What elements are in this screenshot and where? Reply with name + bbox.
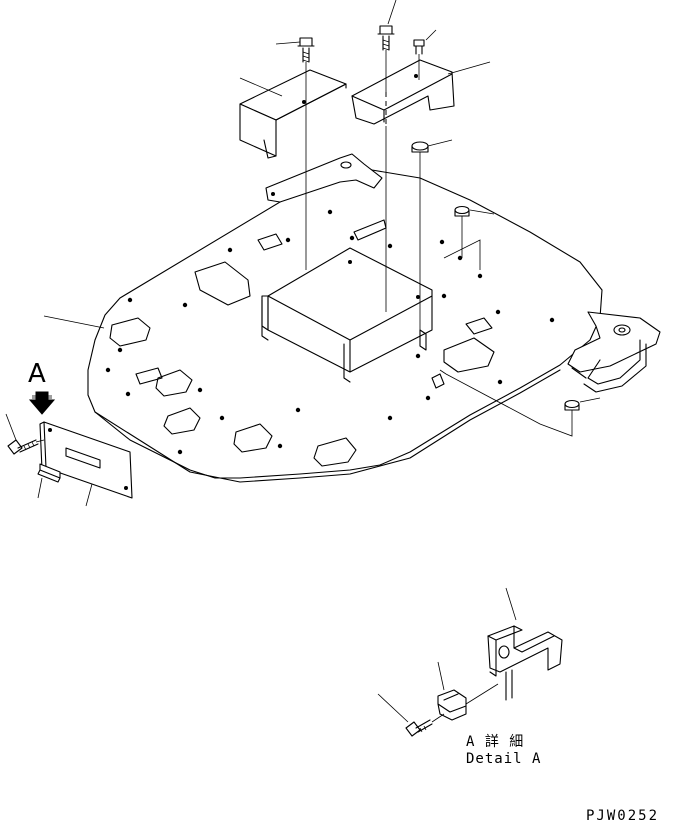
assembly-lines: [35, 50, 573, 443]
rear-left-cover: [239, 69, 347, 159]
rear-right-cover: [351, 59, 455, 125]
view-arrow: [28, 391, 56, 415]
center-console-box: [261, 219, 433, 383]
cap-plug: [411, 141, 429, 153]
detail-title-en: Detail A: [466, 751, 541, 767]
grommet-front-right: [564, 399, 580, 411]
drawing-number: PJW0252: [586, 808, 659, 824]
bolt-center: [377, 25, 395, 51]
view-arrow-label: A: [28, 359, 46, 389]
right-mount-bracket: [567, 311, 661, 393]
bolt-small-right: [413, 39, 425, 55]
rubber-strip: [37, 463, 61, 483]
front-cover-plate: [39, 421, 133, 499]
detail-a-lines: [377, 587, 517, 723]
leader-lines: [5, 0, 601, 507]
detail-a-bolt: [405, 719, 433, 737]
detail-a-bracket: [487, 625, 563, 701]
bolt-front-left: [7, 439, 39, 455]
detail-a-clip: [437, 689, 467, 721]
detail-title-jp: A 詳 細: [466, 734, 524, 750]
rear-top-bracket: [265, 153, 383, 203]
bolt-top-left: [297, 37, 315, 63]
